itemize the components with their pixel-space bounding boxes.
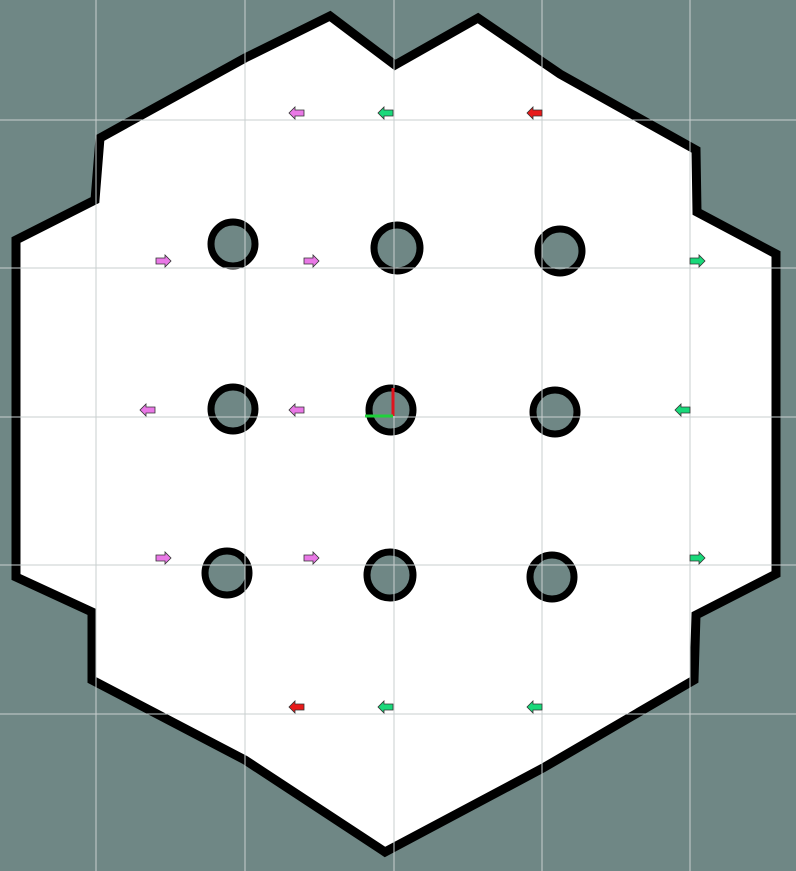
obstacle-r1-c3 — [534, 225, 586, 277]
obstacle-r1-c1 — [207, 218, 259, 270]
obstacle-r2-c3 — [529, 386, 581, 438]
obstacle-ring — [365, 384, 417, 436]
pose-arrow-right — [303, 551, 320, 565]
pose-arrow-left — [526, 106, 543, 120]
obstacle-r2-c1 — [207, 383, 259, 435]
pose-arrow-left — [139, 403, 156, 417]
obstacle-ring — [363, 548, 417, 602]
obstacle-ring — [370, 221, 424, 275]
pose-arrow-right — [689, 254, 706, 268]
pose-arrow-left — [288, 106, 305, 120]
obstacle-layer — [201, 218, 586, 603]
obstacle-ring — [526, 551, 578, 603]
pose-arrow-left — [288, 700, 305, 714]
origin-axes — [365, 388, 395, 418]
pose-layer — [139, 106, 706, 714]
pose-arrow-left — [674, 403, 691, 417]
pose-arrow-right — [155, 551, 172, 565]
obstacle-r2-c2 — [365, 384, 417, 436]
pose-arrow-right — [689, 551, 706, 565]
obstacle-r3-c1 — [201, 547, 253, 599]
pose-arrow-left — [377, 106, 394, 120]
pose-arrow-left — [526, 700, 543, 714]
pose-arrow-right — [303, 254, 320, 268]
obstacle-r3-c2 — [363, 548, 417, 602]
obstacle-ring — [534, 225, 586, 277]
obstacle-ring — [207, 218, 259, 270]
pose-arrow-left — [288, 403, 305, 417]
obstacle-ring — [529, 386, 581, 438]
obstacle-r1-c2 — [370, 221, 424, 275]
obstacle-ring — [207, 383, 259, 435]
pose-arrow-left — [377, 700, 394, 714]
obstacle-ring — [201, 547, 253, 599]
pose-arrow-right — [155, 254, 172, 268]
obstacle-r3-c3 — [526, 551, 578, 603]
